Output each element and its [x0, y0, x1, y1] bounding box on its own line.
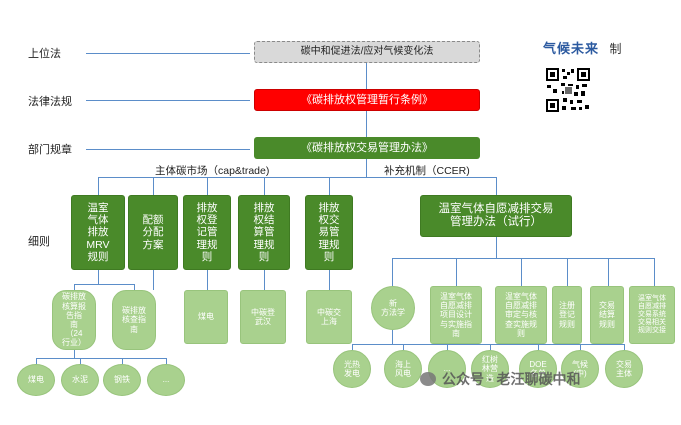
- connector-industry-2: [80, 358, 81, 364]
- connector-alloc-down: [153, 270, 154, 290]
- connector-method-5: [538, 344, 539, 350]
- method-mangrove: 红树 林营 造: [471, 350, 509, 388]
- connector-main-3: [207, 177, 208, 195]
- mrv-rules-box: 温室 气体 排放 MRV 规则: [71, 195, 125, 270]
- connector-ccer-3: [521, 258, 522, 286]
- validation-verification-rules-box: 温室气体 自愿减排 审定与核 查实施规 则: [495, 286, 547, 344]
- registration-rules-box: 排放 权登 记管 理规 则: [183, 195, 231, 270]
- level-label-upper-law: 上位法: [28, 48, 61, 60]
- connector-industry-3: [122, 358, 123, 364]
- watermark-text: 公众号 · 老汪聊碳中和: [442, 371, 581, 387]
- connector-industry-bar: [36, 358, 166, 359]
- level-label-details: 细则: [28, 236, 50, 248]
- connector-main-bar: [98, 177, 496, 178]
- industry-coal-power: 煤电: [17, 364, 55, 396]
- connector-method-down: [392, 330, 393, 344]
- regulation-box: 《碳排放权管理暂行条例》: [254, 89, 480, 111]
- industry-more: ...: [147, 364, 185, 396]
- method-offshore-wind: 海上 风电: [384, 350, 422, 388]
- connector-method-2: [403, 344, 404, 350]
- connector-mrv-down: [98, 270, 99, 284]
- connector-mrv-left: [74, 284, 75, 290]
- connector-trade-down: [329, 270, 330, 290]
- connector-ccer-6: [654, 258, 655, 286]
- emission-accounting-guide-box: 碳排放 核算报 告指 南 （24 行业）: [52, 290, 96, 350]
- brand-suffix: 制: [609, 42, 622, 56]
- connector-ccer-1: [392, 258, 393, 286]
- connector-ccer-2: [456, 258, 457, 286]
- trading-system-rules-box: 温室气体 自愿减排 交易系统 交易相关 规则交接: [629, 286, 675, 344]
- qr-code: [545, 67, 591, 113]
- trade-settlement-rules-box: 交易 结算 规则: [590, 286, 624, 344]
- wuhan-registry-box: 中碳登 武汉: [240, 290, 286, 344]
- registry-rules-box: 注册 登记 规则: [552, 286, 582, 344]
- connector-industry-down: [74, 350, 75, 358]
- guide-line-dept-rules: [86, 149, 250, 150]
- industry-cement: 水泥: [61, 364, 99, 396]
- connector-main-5: [329, 177, 330, 195]
- upper-law-box: 碳中和促进法/应对气候变化法: [254, 41, 480, 63]
- allocation-plan-box: 配额 分配 方案: [128, 195, 178, 270]
- method-more: ...: [428, 350, 466, 388]
- trading-rules-box: 排放 权交 易管 理规 则: [305, 195, 353, 270]
- shanghai-exchange-box: 中碳交 上海: [306, 290, 352, 344]
- connector-regulation-dept: [366, 111, 367, 137]
- connector-ccer-5: [608, 258, 609, 286]
- doe-list: DOE 名单: [519, 350, 557, 388]
- method-solar-thermal: 光热 发电: [333, 350, 371, 388]
- level-label-laws-regs: 法律法规: [28, 96, 72, 108]
- dept-rule-box: 《碳排放权交易管理办法》: [254, 137, 480, 159]
- connector-ccer: [496, 177, 497, 195]
- ccer-measures-box: 温室气体自愿减排交易 管理办法（试行）: [420, 195, 572, 237]
- watermark: 公众号 · 老汪聊碳中和: [420, 368, 670, 390]
- connector-industry-1: [36, 358, 37, 364]
- industry-steel: 钢铁: [103, 364, 141, 396]
- connector-law-regulation: [366, 63, 367, 89]
- connector-ccer-down: [496, 237, 497, 258]
- guide-line-laws-regs: [86, 100, 250, 101]
- settlement-rules-box: 排放 权结 算管 理规 则: [238, 195, 290, 270]
- connector-main-4: [264, 177, 265, 195]
- project-design-guide-box: 温室气体 自愿减排 项目设计 与实施指 南: [430, 286, 482, 344]
- brand-name: 气候未来: [543, 41, 600, 56]
- connector-main-2: [153, 177, 154, 195]
- connector-dept-down: [366, 159, 367, 177]
- connector-industry-4: [166, 358, 167, 364]
- verification-guide-box: 碳排放 核查指 南: [112, 290, 156, 350]
- connector-method-6: [580, 344, 581, 350]
- new-methodology-box: 新 方法学: [371, 286, 415, 330]
- section-label-main-market: 主体碳市场（cap&trade): [155, 165, 270, 177]
- connector-method-7: [624, 344, 625, 350]
- coal-power-allocation-box: 煤电: [184, 290, 228, 344]
- connector-method-3: [447, 344, 448, 350]
- level-label-dept-rules: 部门规章: [28, 144, 72, 156]
- guide-line-upper-law: [86, 53, 250, 54]
- connector-mrv-bar: [74, 284, 134, 285]
- trading-entities: 交易 主体: [605, 350, 643, 388]
- connector-method-4: [490, 344, 491, 350]
- connector-method-bar: [352, 344, 624, 345]
- brand-logo: 气候未来 制: [543, 38, 643, 58]
- connector-mrv-right: [134, 284, 135, 290]
- section-label-supplement: 补充机制（CCER): [384, 165, 470, 177]
- connector-method-1: [352, 344, 353, 350]
- connector-settle-down: [264, 270, 265, 290]
- connector-ccer-bar: [392, 258, 654, 259]
- connector-reg-down: [207, 270, 208, 290]
- climate-center: 气候 (中): [561, 350, 599, 388]
- wechat-icon: [420, 372, 436, 386]
- connector-ccer-4: [567, 258, 568, 286]
- connector-main-1: [98, 177, 99, 195]
